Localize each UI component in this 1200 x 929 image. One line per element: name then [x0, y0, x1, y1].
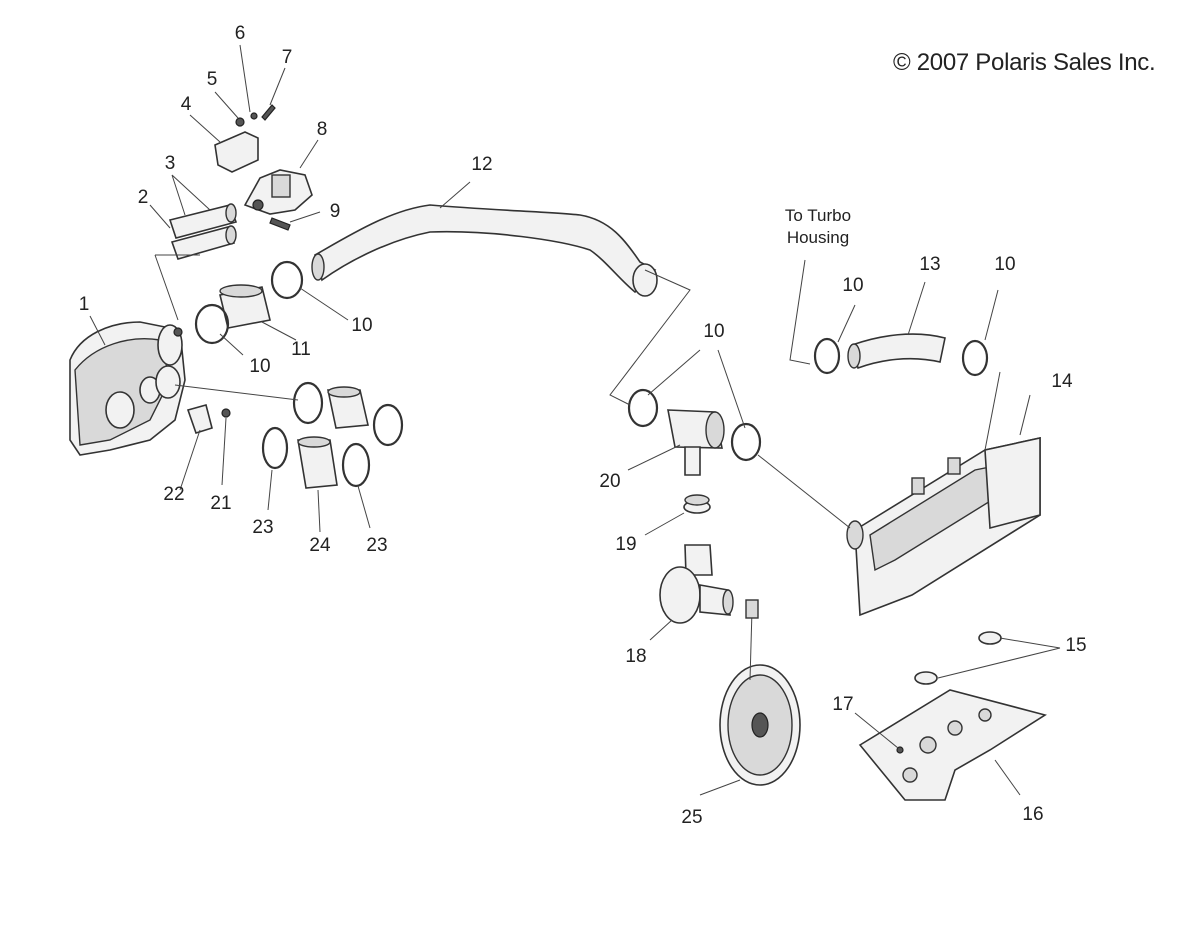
callout-15: 15 — [1065, 635, 1087, 656]
callout-6: 6 — [234, 23, 246, 44]
callout-4: 4 — [180, 94, 192, 115]
callout-5: 5 — [206, 69, 218, 90]
callout-16: 16 — [1022, 804, 1044, 825]
clamp-10b — [270, 260, 304, 300]
copyright-text: © 2007 Polaris Sales Inc. — [893, 49, 1156, 76]
part-20-tee — [667, 409, 725, 476]
clamp-10a — [194, 303, 230, 345]
clamp-10c — [627, 388, 659, 428]
callout-18: 18 — [625, 646, 647, 667]
part-8-valve — [243, 169, 313, 215]
callout-17: 17 — [832, 694, 854, 715]
clamp-10d — [730, 422, 762, 462]
callout-10-left-lower: 10 — [249, 356, 271, 377]
part-25-fan — [719, 599, 801, 786]
callout-24: 24 — [309, 535, 331, 556]
callout-8: 8 — [316, 119, 328, 140]
leader-lines — [89, 44, 1061, 796]
part-4-bracket — [214, 131, 259, 173]
part-21-screw — [221, 408, 231, 418]
part-7-bolt — [261, 104, 276, 121]
part-17-rivet — [896, 746, 904, 754]
callout-10-center: 10 — [703, 321, 725, 342]
callout-7: 7 — [281, 47, 293, 68]
callout-19: 19 — [615, 534, 637, 555]
callout-13: 13 — [919, 254, 941, 275]
callout-23-right: 23 — [366, 535, 388, 556]
part-1-airbox — [69, 321, 186, 456]
clamp-10e — [813, 337, 841, 375]
callout-23-left: 23 — [252, 517, 274, 538]
callout-10-left-upper: 10 — [351, 315, 373, 336]
callout-10-right-a: 10 — [842, 275, 864, 296]
part-16-bracket — [858, 689, 1047, 801]
part-12-tube — [311, 204, 658, 297]
clamp-23-top-left — [292, 381, 324, 425]
callout-22: 22 — [163, 484, 185, 505]
callout-3: 3 — [164, 153, 176, 174]
part-24-sleeve-bottom — [297, 436, 338, 489]
callout-12: 12 — [471, 154, 493, 175]
part-19-grommet — [683, 494, 711, 514]
part-6-washer — [250, 112, 258, 120]
clamp-23-bottom-left — [261, 426, 289, 470]
to-turbo-housing-note: To Turbo Housing — [785, 205, 851, 249]
callout-11: 11 — [291, 339, 311, 360]
clamp-10f — [961, 339, 989, 377]
callout-9: 9 — [329, 201, 341, 222]
clamp-23-top-right — [372, 403, 404, 447]
part-11-coupler — [219, 284, 271, 329]
part-18-valve — [659, 544, 734, 624]
callout-21: 21 — [210, 493, 232, 514]
callout-25: 25 — [681, 807, 703, 828]
callout-10-right-b: 10 — [994, 254, 1016, 275]
part-9-screw — [269, 217, 291, 231]
callout-1: 1 — [78, 294, 90, 315]
clamp-23-bottom-right — [341, 442, 371, 488]
part-15-grommets — [914, 631, 1002, 685]
callout-20: 20 — [599, 471, 621, 492]
callout-14: 14 — [1051, 371, 1073, 392]
part-14-intercooler — [846, 437, 1041, 617]
part-22-fitting — [186, 404, 213, 434]
callout-2: 2 — [137, 187, 149, 208]
note-line-2: Housing — [786, 228, 850, 247]
part-13-tube — [847, 333, 946, 370]
note-line-1: To Turbo — [784, 206, 852, 225]
part-5-nut — [235, 117, 245, 127]
part-2-3-tubes — [168, 203, 238, 260]
part-24-sleeve-top — [327, 386, 369, 429]
